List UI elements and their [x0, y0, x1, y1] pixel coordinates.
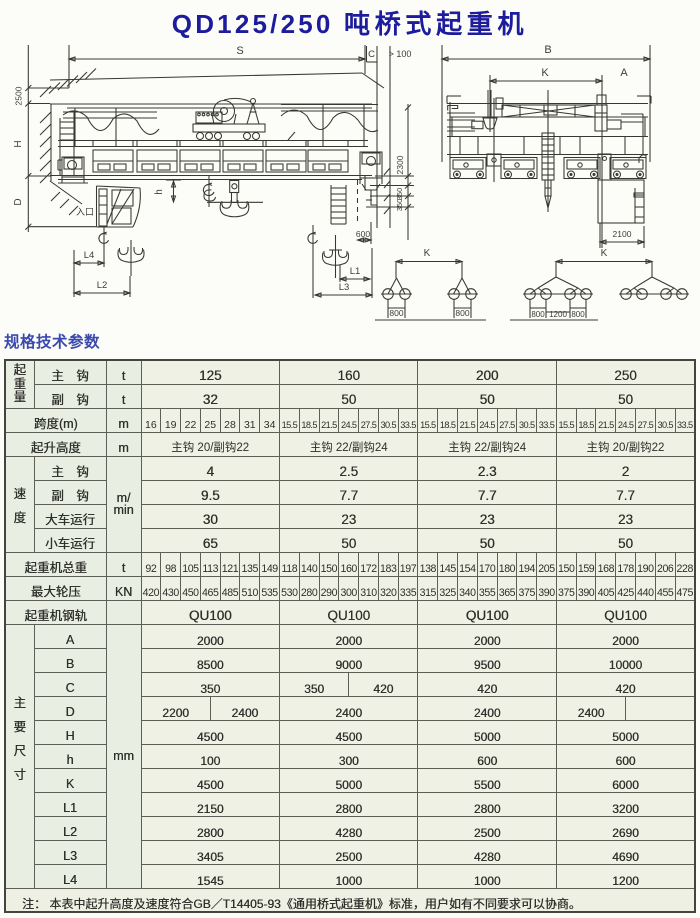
svg-text:1200: 1200 [549, 310, 567, 319]
svg-text:C: C [368, 49, 375, 60]
svg-text:> 100: > 100 [389, 49, 412, 59]
svg-text:h: h [154, 189, 165, 195]
svg-text:350: 350 [395, 188, 404, 201]
svg-text:800: 800 [455, 308, 469, 318]
svg-text:L1: L1 [350, 266, 361, 277]
svg-text:2100: 2100 [613, 229, 632, 239]
svg-text:800: 800 [531, 310, 545, 319]
svg-text:B: B [544, 44, 551, 56]
svg-text:2300: 2300 [395, 155, 405, 174]
svg-text:350: 350 [395, 199, 404, 212]
svg-text:K: K [541, 67, 549, 79]
svg-text:800: 800 [389, 308, 403, 318]
svg-text:L3: L3 [339, 282, 350, 293]
svg-text:L2: L2 [97, 280, 108, 291]
svg-text:L4: L4 [84, 250, 95, 261]
svg-text:2500: 2500 [14, 86, 24, 105]
svg-text:入口: 入口 [76, 207, 94, 217]
svg-text:K: K [601, 248, 608, 259]
svg-text:S: S [236, 45, 243, 57]
svg-text:D: D [13, 198, 24, 205]
svg-text:800: 800 [571, 310, 585, 319]
svg-text:A: A [620, 67, 628, 79]
svg-text:K: K [424, 248, 431, 259]
svg-text:600: 600 [356, 229, 370, 239]
svg-text:H: H [13, 140, 24, 147]
